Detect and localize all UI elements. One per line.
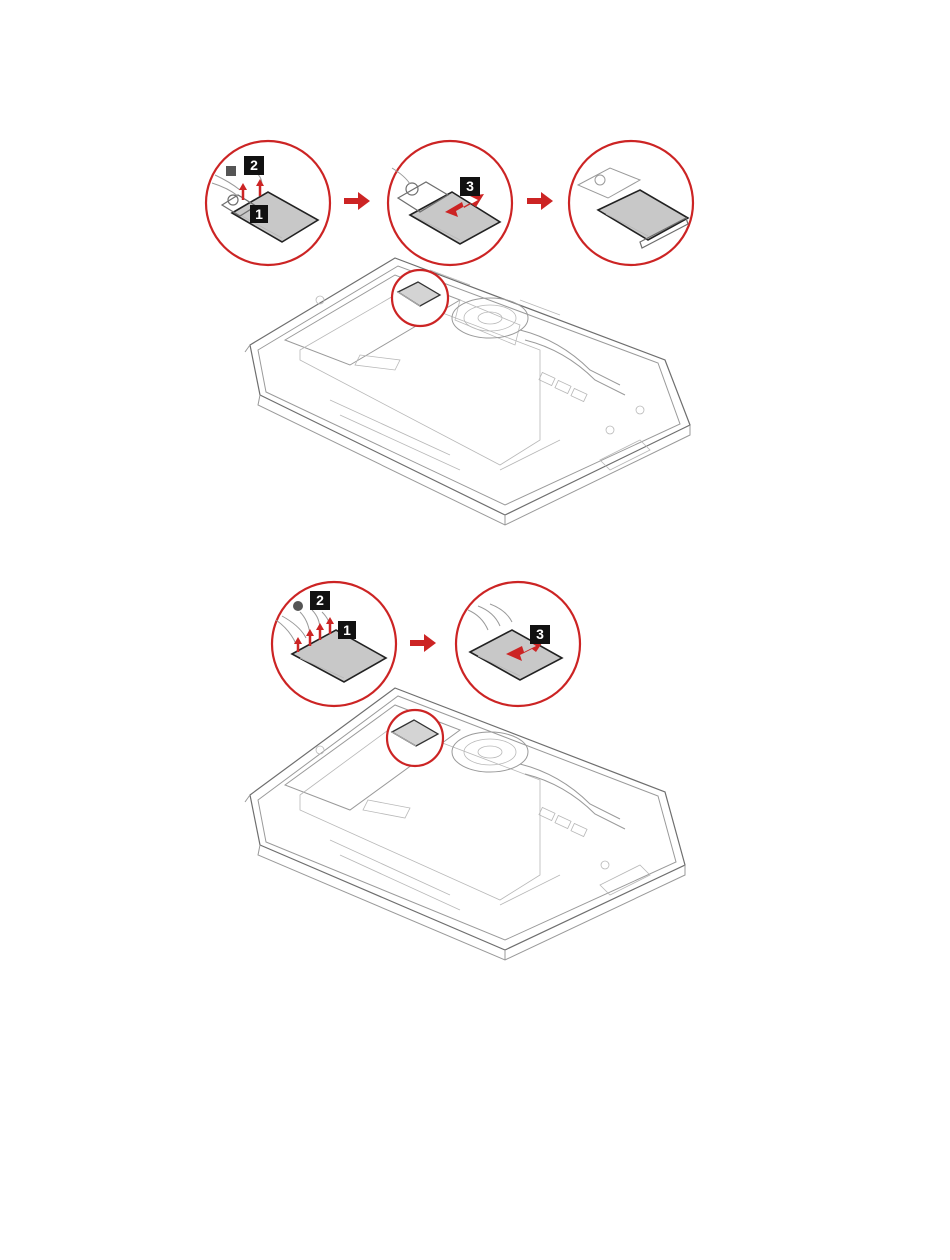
laptop-base-illustration bbox=[245, 688, 685, 960]
callout-badge-2: 2 bbox=[310, 591, 330, 610]
detail-step-3 bbox=[388, 141, 512, 265]
callout-number: 2 bbox=[250, 157, 258, 173]
detail-step-1-2 bbox=[206, 141, 330, 265]
callout-badge-2: 2 bbox=[244, 156, 264, 175]
callout-number: 3 bbox=[536, 626, 544, 642]
locator-circle-wireless-card bbox=[392, 270, 448, 326]
figure-bottom-canvas: 2 1 3 bbox=[0, 560, 950, 980]
detail-step-3 bbox=[456, 582, 580, 706]
callout-badge-1: 1 bbox=[338, 621, 356, 639]
wireless-card-removal-figure-bottom: 2 1 3 bbox=[0, 560, 950, 980]
red-arrow-icon bbox=[527, 192, 553, 210]
callout-badge-1: 1 bbox=[250, 205, 268, 223]
figure-top-canvas: 2 1 3 bbox=[0, 0, 950, 540]
detail-card-removed bbox=[569, 141, 693, 265]
callout-number: 2 bbox=[316, 592, 324, 608]
screw-icon bbox=[293, 601, 303, 611]
laptop-base-illustration bbox=[245, 258, 690, 525]
callout-number: 1 bbox=[255, 206, 263, 222]
wireless-card-removal-figure-top: 2 1 3 bbox=[0, 0, 950, 540]
screw-icon bbox=[226, 166, 236, 176]
callout-badge-3: 3 bbox=[530, 625, 550, 644]
red-arrow-icon bbox=[410, 634, 436, 652]
callout-badge-3: 3 bbox=[460, 177, 480, 196]
red-arrow-icon bbox=[344, 192, 370, 210]
locator-circle-wwan-card bbox=[387, 710, 443, 766]
callout-number: 3 bbox=[466, 178, 474, 194]
detail-step-1-2 bbox=[272, 582, 396, 706]
callout-number: 1 bbox=[343, 622, 351, 638]
